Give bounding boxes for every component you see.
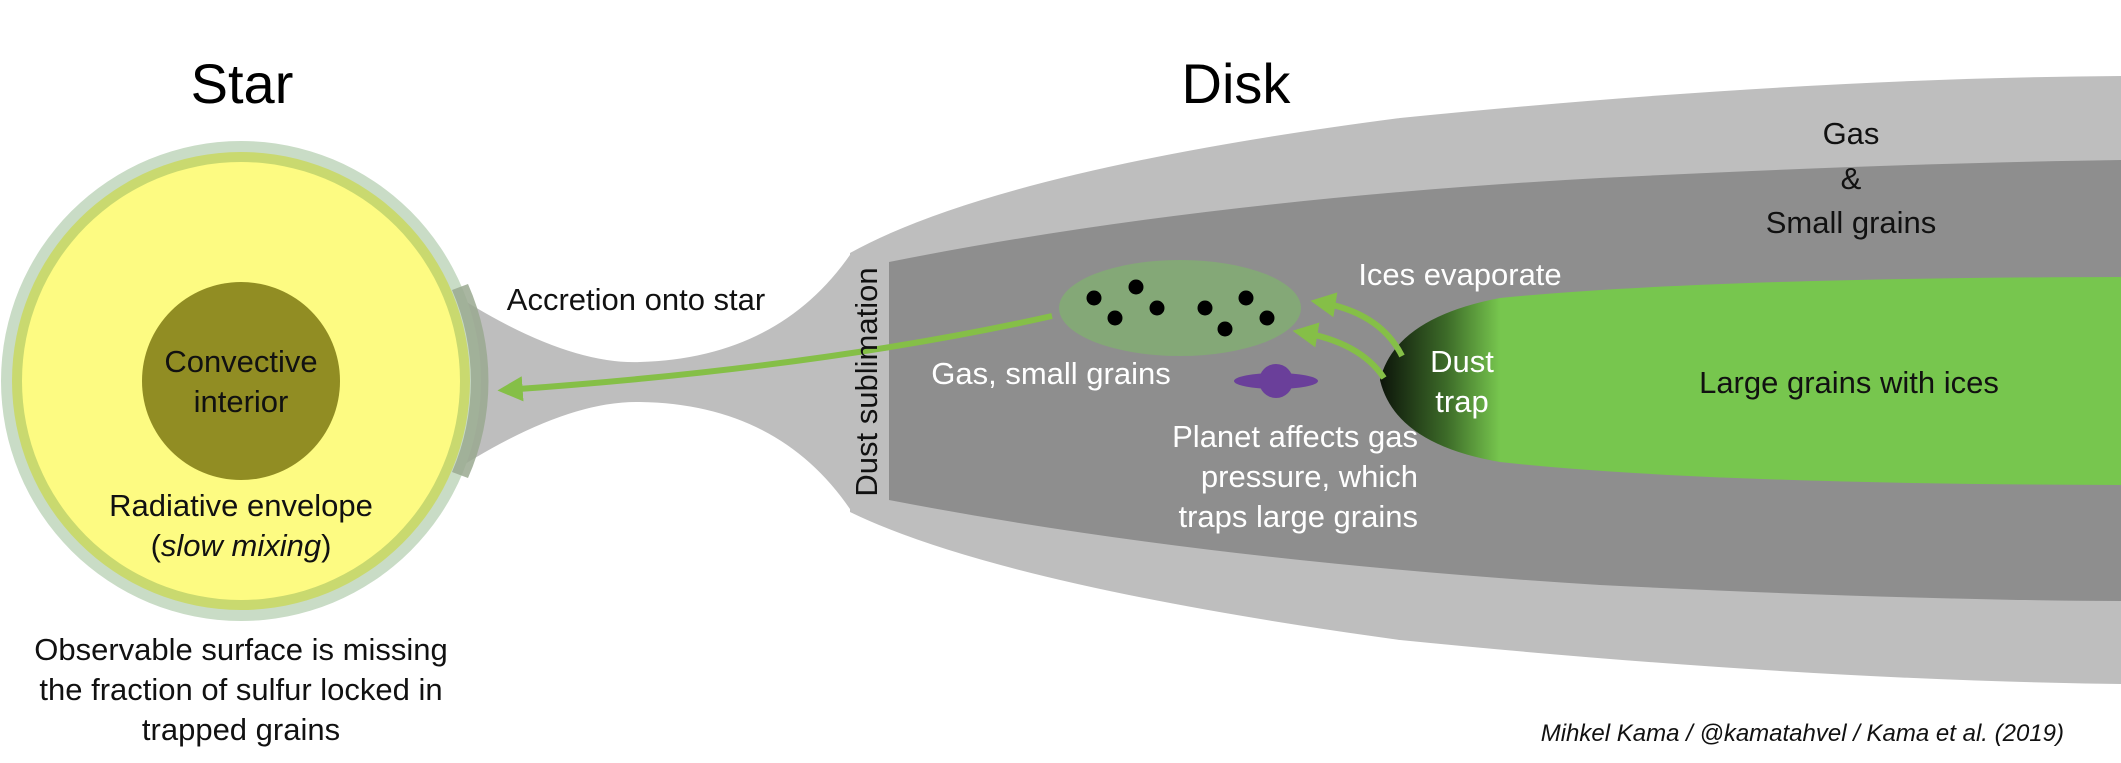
accretion-arrow: [497, 313, 1053, 402]
gas-layer-label-line3: Small grains: [1766, 205, 1937, 240]
star: [1, 141, 489, 621]
star-funnel-overlap: [452, 284, 489, 478]
envelope-label-line2: (slow mixing): [151, 528, 332, 563]
grain-dot: [1238, 290, 1254, 306]
envelope-paren-open: (: [151, 528, 162, 563]
dust-trap-label-line1: Dust: [1430, 344, 1494, 379]
envelope-paren-close: ): [321, 528, 331, 563]
grain-dot: [1217, 321, 1233, 337]
grain-dots: [1086, 279, 1275, 337]
gas-layer-label-line2: &: [1841, 161, 1862, 196]
dust-trap-label-line2: trap: [1435, 384, 1488, 419]
planet-icon: [1234, 364, 1318, 398]
grain-dot: [1086, 290, 1102, 306]
star-caption-line3: trapped grains: [142, 712, 340, 747]
gas-small-grains-label: Gas, small grains: [931, 356, 1170, 391]
core-label-line2: interior: [194, 384, 289, 419]
planet-note-line1: Planet affects gas: [1172, 419, 1418, 454]
large-grains-label: Large grains with ices: [1699, 365, 1999, 400]
star-caption-line2: the fraction of sulfur locked in: [39, 672, 442, 707]
star-core: [142, 282, 340, 480]
gas-layer-label-line1: Gas: [1823, 116, 1880, 151]
planet-note-line2: pressure, which: [1201, 459, 1418, 494]
large-grains-region: [1380, 277, 2121, 485]
grain-dot: [1128, 279, 1144, 295]
ices-arrow-lower: [1292, 322, 1387, 380]
accretion-funnel: [440, 252, 852, 512]
planet-note-line3: traps large grains: [1178, 499, 1418, 534]
envelope-label-line1: Radiative envelope: [109, 488, 373, 523]
credit-text: Mihkel Kama / @kamatahvel / Kama et al. …: [1541, 720, 2064, 747]
ices-evaporate-label: Ices evaporate: [1358, 257, 1561, 292]
star-title: Star: [191, 52, 294, 115]
grain-dot: [1149, 300, 1165, 316]
grain-dot: [1197, 300, 1213, 316]
star-caption-line1: Observable surface is missing: [34, 632, 448, 667]
grain-dot: [1259, 310, 1275, 326]
accretion-label: Accretion onto star: [507, 282, 765, 317]
dust-sublimation-label: Dust sublimation: [849, 267, 884, 496]
grain-dot: [1107, 310, 1123, 326]
envelope-italic: slow mixing: [161, 528, 321, 563]
disk-title: Disk: [1182, 52, 1292, 115]
core-label-line1: Convective: [164, 344, 317, 379]
gas-blob: [1059, 260, 1301, 356]
ices-arrow-upper: [1310, 292, 1405, 358]
